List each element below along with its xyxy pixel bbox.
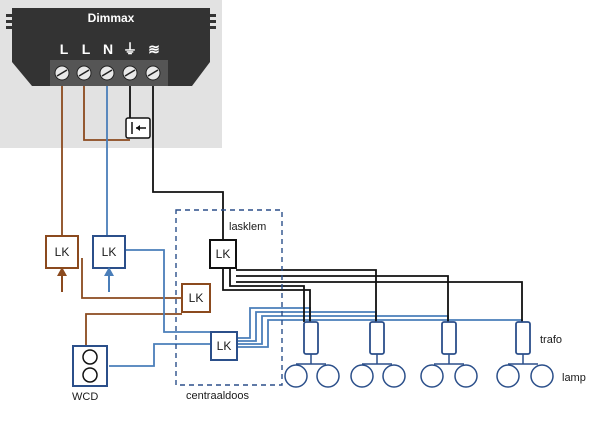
- wire-black-load: [152, 86, 224, 240]
- wire-brown-wcd: [85, 313, 182, 346]
- wire-brown-lk1-lk3: [81, 258, 182, 299]
- lk-label: LK: [216, 247, 231, 261]
- label-trafo: trafo: [540, 334, 562, 346]
- lk-box-switch-left: LK: [45, 235, 79, 292]
- wire-blue-wcd-lk4: [109, 343, 211, 367]
- label-wcd: WCD: [72, 391, 98, 403]
- terminal-label-2: L: [82, 41, 91, 57]
- lk-label: LK: [217, 339, 232, 353]
- label-lamp: lamp: [562, 372, 586, 384]
- wire-brown-l2-to-switch: [83, 86, 130, 141]
- terminal-label-1: L: [60, 41, 69, 57]
- lk-box-centraal-brown: LK: [181, 283, 211, 313]
- device-name: Dimmax: [88, 11, 135, 25]
- label-lasklem: lasklem: [229, 221, 266, 233]
- trafo-lamp-group-4: [496, 321, 554, 388]
- wcd-socket: [72, 345, 108, 387]
- screw-terminals: [54, 65, 161, 81]
- lk-label: LK: [55, 245, 70, 259]
- lk-box-switch-right: LK: [92, 235, 126, 292]
- wire-black-bus-3: [236, 275, 449, 322]
- lk-label: LK: [102, 245, 117, 259]
- wire-black-bus-4: [236, 281, 523, 322]
- centraaldoos-box: [175, 209, 283, 386]
- ground-switch-symbol: [125, 117, 151, 139]
- wire-black-bus-1: [222, 268, 311, 322]
- lk-box-lasklem: LK: [209, 239, 237, 269]
- wire-black-bus-2: [236, 269, 377, 322]
- terminal-label-5: ≋: [148, 41, 160, 57]
- dimmax-module: Dimmax L L N ⏚ ≋: [6, 8, 216, 86]
- trafo-lamp-group-2: [350, 321, 406, 388]
- terminal-label-4: ⏚: [123, 41, 137, 57]
- trafo-lamp-group-1: [284, 321, 340, 388]
- lk-label: LK: [189, 291, 204, 305]
- trafo-lamp-group-3: [420, 321, 478, 388]
- label-centraaldoos: centraaldoos: [186, 390, 249, 402]
- wire-blue-lk2-lk4: [124, 249, 211, 333]
- terminal-label-3: N: [103, 41, 113, 57]
- wire-black-bus-5: [229, 268, 305, 322]
- lk-box-centraal-blue: LK: [210, 331, 238, 361]
